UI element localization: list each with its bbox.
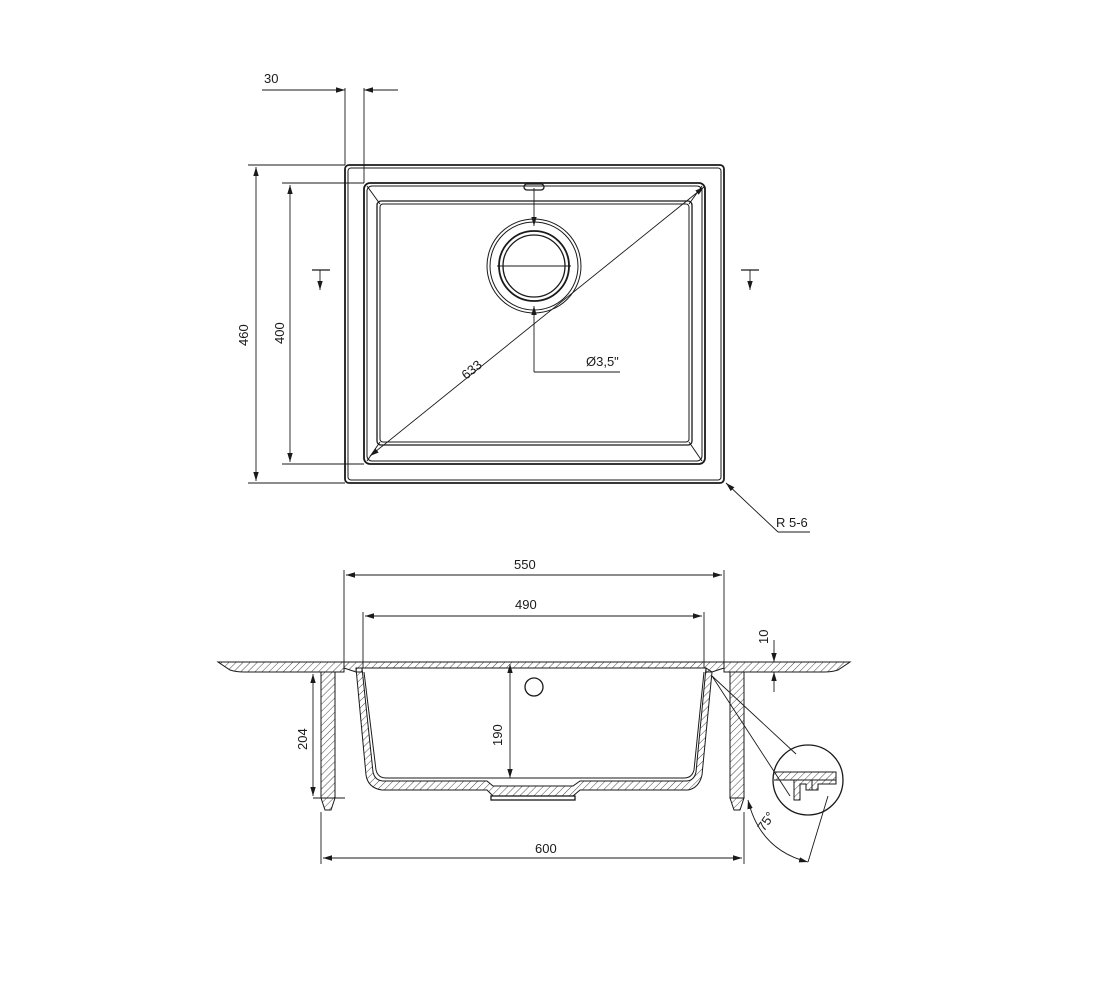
diagonal-label: 633 — [458, 357, 484, 382]
sink-flange-section — [343, 661, 725, 673]
countertop-right — [723, 661, 852, 673]
overflow-hole — [524, 677, 544, 697]
cabinet-panel-right — [729, 671, 745, 799]
inner-depth-label: 400 — [272, 322, 287, 344]
outer-width-label: 550 — [514, 557, 536, 572]
drain-outlet — [486, 188, 620, 373]
corner-radius-leader — [725, 482, 779, 533]
bowl-outline — [363, 182, 706, 465]
edge-angle-label: 75° — [754, 809, 778, 834]
drain-strainer — [490, 795, 576, 801]
inner-width-label: 490 — [515, 597, 537, 612]
edge-angle-arc — [747, 799, 809, 863]
bowl-wall-section — [355, 667, 713, 797]
bowl-depth-label: 190 — [490, 724, 505, 746]
cabinet-height-label: 204 — [295, 728, 310, 750]
corner-radius-label: R 5-6 — [776, 515, 808, 530]
sink-outer-rim — [344, 164, 725, 484]
section-marker-right — [741, 269, 759, 290]
edge-detail-callout — [772, 744, 844, 816]
cabinet-panel-left — [320, 671, 336, 799]
section-marker-left — [312, 269, 330, 290]
outer-depth-label: 460 — [236, 324, 251, 346]
countertop-left — [216, 661, 345, 673]
flange-width-label: 30 — [264, 71, 278, 86]
cabinet-width-label: 600 — [535, 841, 557, 856]
top-view: Ø3,5" 633 30 460 400 R 5-6 — [236, 71, 810, 533]
diagonal-dimension-line — [369, 186, 705, 457]
section-view: 550 490 10 204 1 — [216, 557, 852, 864]
drain-size-label: Ø3,5" — [586, 354, 619, 369]
flange-thickness-label: 10 — [756, 630, 771, 644]
